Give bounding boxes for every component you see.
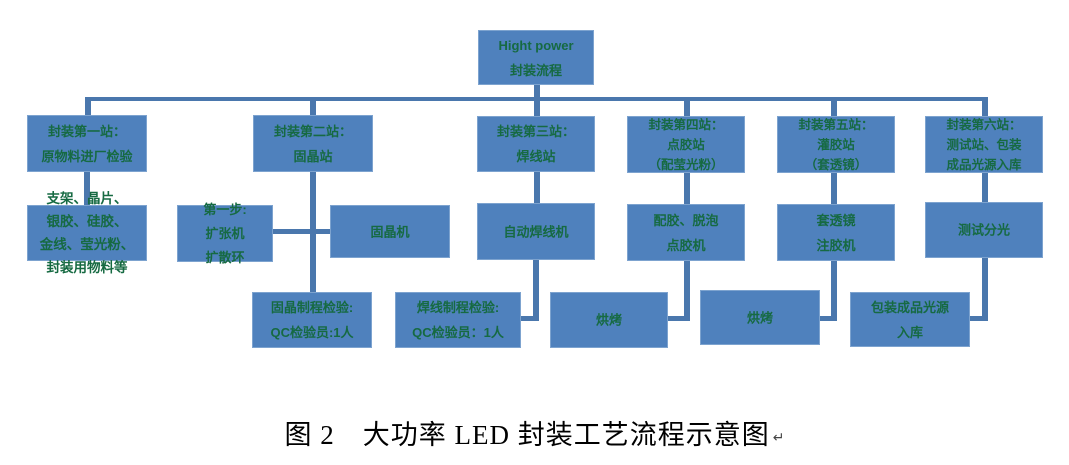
connector-trunk-left-drop bbox=[85, 97, 91, 116]
connector-station5-lensmachine bbox=[831, 173, 837, 205]
node-label: 套透镜 注胶机 bbox=[816, 212, 856, 253]
node-label: 固晶机 bbox=[370, 224, 410, 239]
connector-station1-materials bbox=[84, 172, 90, 206]
node-lens-glue-machine: 套透镜 注胶机 bbox=[777, 204, 895, 261]
node-station-4: 封装第四站： 点胶站 （配莹光粉） bbox=[627, 116, 745, 173]
node-auto-wire-bonder: 自动焊线机 bbox=[477, 203, 595, 260]
node-label: 配胶、脱泡 点胶机 bbox=[653, 212, 719, 253]
connector-lensmachine-elbow-h bbox=[820, 316, 837, 321]
node-station-2: 封装第二站： 固晶站 bbox=[253, 115, 373, 172]
node-label: Hight power 封装流程 bbox=[498, 37, 574, 78]
node-packing-storage: 包装成品光源 入库 bbox=[850, 292, 970, 347]
connector-test-elbow-v bbox=[982, 258, 988, 321]
paragraph-mark-icon: ↵ bbox=[772, 429, 785, 446]
node-bake-2: 烘烤 bbox=[700, 290, 820, 345]
node-station-5: 封装第五站： 灌胶站 （套透镜） bbox=[777, 116, 895, 173]
node-station-3: 封装第三站： 焊线站 bbox=[477, 116, 595, 172]
node-label: 烘烤 bbox=[595, 312, 622, 328]
connector-trunk-right-drop bbox=[982, 97, 988, 117]
node-label: 烘烤 bbox=[746, 310, 773, 325]
connector-station6-test bbox=[982, 173, 988, 203]
figure-caption-text: 图 2 大功率 LED 封装工艺流程示意图 bbox=[284, 420, 770, 450]
node-label: 支架、晶片、 银胶、硅胶、 金线、莹光粉、 封装用物料等 bbox=[39, 191, 135, 275]
node-station-1: 封装第一站： 原物料进厂检验 bbox=[27, 115, 147, 172]
node-label: 固晶制程检验: QC检验员:1人 bbox=[270, 300, 354, 340]
node-label: 焊线制程检验: QC检验员：1人 bbox=[412, 300, 504, 340]
node-die-bond-qc: 固晶制程检验: QC检验员:1人 bbox=[252, 292, 372, 348]
node-station-6: 封装第六站： 测试站、包装 成品光源入库 bbox=[925, 116, 1043, 173]
connector-dispenser-elbow-h bbox=[668, 316, 690, 321]
node-step1-expander: 第一步: 扩张机 扩散环 bbox=[177, 202, 273, 265]
node-label: 自动焊线机 bbox=[503, 224, 569, 239]
connector-wirebonder-elbow-h bbox=[521, 316, 539, 321]
node-label: 封装第二站： 固晶站 bbox=[273, 123, 352, 164]
connector-trunk bbox=[85, 97, 988, 101]
node-bake-1: 烘烤 bbox=[550, 292, 668, 348]
connector-stub-station4 bbox=[684, 101, 690, 117]
connector-dispenser-elbow-v bbox=[684, 261, 690, 321]
node-materials-list: 支架、晶片、 银胶、硅胶、 金线、莹光粉、 封装用物料等 bbox=[27, 191, 147, 275]
node-label: 封装第六站： 测试站、包装 成品光源入库 bbox=[946, 117, 1022, 172]
connector-wirebonder-elbow-v bbox=[533, 260, 539, 321]
node-die-bonder: 固晶机 bbox=[330, 205, 450, 258]
node-label: 封装第三站： 焊线站 bbox=[496, 124, 575, 164]
connector-lensmachine-elbow-v bbox=[831, 261, 837, 321]
node-label: 包装成品光源 入库 bbox=[870, 299, 949, 340]
node-label: 第一步: 扩张机 扩散环 bbox=[203, 201, 247, 265]
node-label: 封装第五站： 灌胶站 （套透镜） bbox=[798, 117, 874, 172]
connector-stub-station2 bbox=[310, 101, 316, 116]
connector-stub-station5 bbox=[831, 101, 837, 117]
node-glue-mix-dispenser: 配胶、脱泡 点胶机 bbox=[627, 204, 745, 261]
node-label: 封装第四站： 点胶站 （配莹光粉） bbox=[648, 117, 724, 172]
node-high-power-root: Hight power 封装流程 bbox=[478, 30, 594, 85]
connector-station4-dispenser bbox=[684, 173, 690, 205]
connector-test-elbow-h bbox=[970, 316, 988, 321]
figure-caption: 图 2 大功率 LED 封装工艺流程示意图↵ bbox=[0, 413, 1069, 452]
node-test-sorting: 测试分光 bbox=[925, 202, 1043, 258]
node-label: 封装第一站： 原物料进厂检验 bbox=[41, 123, 133, 164]
node-wire-bond-qc: 焊线制程检验: QC检验员：1人 bbox=[395, 292, 521, 348]
connector-expander-diebonder bbox=[273, 229, 330, 234]
node-label: 测试分光 bbox=[957, 222, 1010, 238]
connector-station3-wirebonder bbox=[534, 172, 540, 204]
